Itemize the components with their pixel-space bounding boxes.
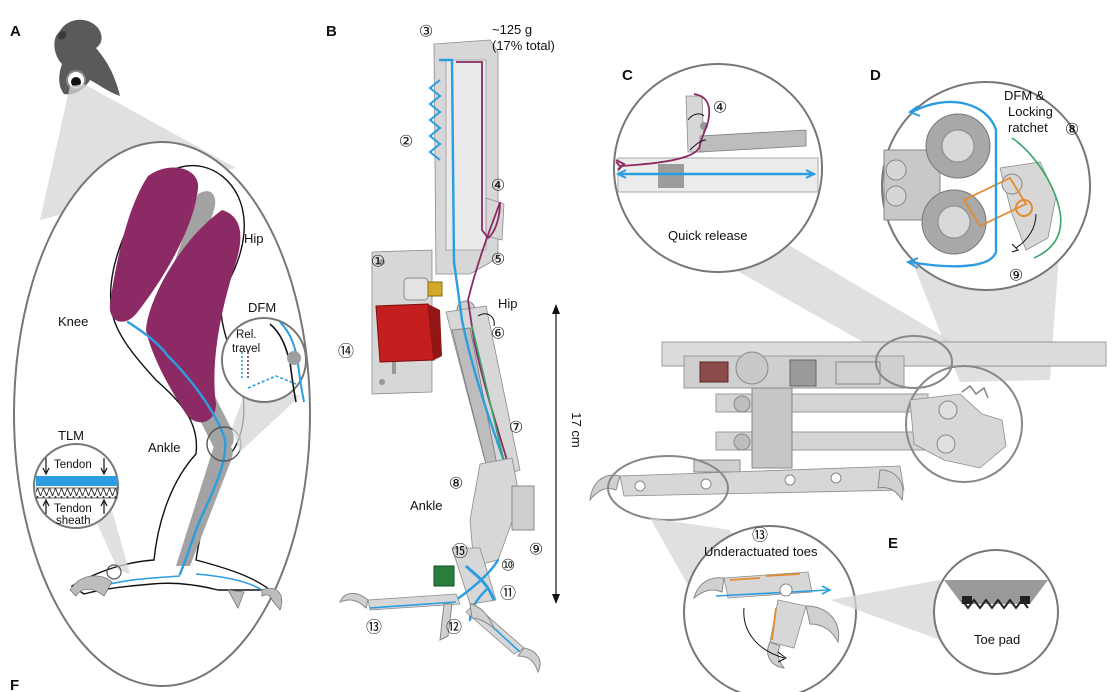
label-mass-2: (17% total) (492, 38, 555, 53)
panel-e: ⑬ Underactuated toes E Toe pad (650, 518, 1059, 692)
label-tendon-sheath-2: sheath (56, 515, 91, 527)
num-8: ⑧ (449, 476, 463, 493)
label-knee: Knee (58, 314, 88, 329)
label-ankle-a: Ankle (148, 440, 181, 455)
panel-letter-a: A (10, 23, 21, 40)
dfm-inset-drawing: Rel. travel (232, 321, 305, 403)
claw-mid (439, 603, 453, 641)
num-13: ⑬ (366, 619, 382, 637)
panel-a: A Hip Knee Ankle (10, 19, 311, 687)
label-toe-pad: Toe pad (974, 632, 1020, 647)
num-9: ⑨ (529, 542, 543, 559)
tlm-inset-drawing: Tendon Tendon sheath (36, 458, 118, 527)
leg-anatomy-ellipse (13, 141, 311, 687)
label-underactuated-toes: Underactuated toes (704, 544, 818, 559)
motor (403, 277, 429, 301)
toes-drawing (693, 571, 840, 669)
num-8-d: ⑧ (1065, 122, 1079, 139)
tendon-leg (126, 320, 227, 576)
purple-cable-femur (456, 61, 501, 301)
muscle-shank (146, 210, 241, 423)
num-11: ⑪ (500, 585, 516, 603)
num-10: ⑩ (501, 558, 515, 575)
panel-letter-c: C (622, 67, 633, 84)
label-dfm-locking-3: ratchet (1008, 120, 1048, 135)
foot-claw-mid (227, 589, 245, 609)
label-17cm: 17 cm (569, 412, 584, 447)
panel-b: B (326, 22, 584, 674)
label-rel: Rel. (236, 329, 256, 341)
toe-pad-circle (933, 549, 1059, 675)
claw-right (517, 647, 541, 674)
dfm-ratchet-block (511, 485, 535, 531)
label-mass-1: ~125 g (492, 22, 532, 37)
label-travel: travel (232, 343, 260, 355)
label-dfm-a: DFM (248, 300, 276, 315)
label-tlm: TLM (58, 428, 84, 443)
parrot-silhouette (54, 19, 120, 96)
foot-claw-right (261, 587, 283, 611)
pcb-board (433, 565, 455, 587)
side-toe-highlight (607, 455, 729, 521)
num-5: ⑤ (491, 252, 505, 269)
quick-release-drawing (615, 93, 819, 193)
panel-c: C ④ Quick release (613, 63, 960, 346)
num-3: ③ (419, 24, 433, 41)
num-6: ⑥ (491, 326, 505, 343)
blue-tendon-toe-loop (464, 564, 496, 601)
hip-rotation-arrow (477, 313, 495, 327)
num-14: ⑭ (338, 343, 354, 361)
gear-gold (427, 281, 443, 297)
zoom-wedge-dfm (232, 384, 300, 452)
panel-letter-b: B (326, 23, 337, 40)
label-ankle-b: Ankle (410, 498, 443, 513)
servo-red (375, 303, 435, 363)
blue-tendon-femur (438, 58, 456, 266)
label-quick-release: Quick release (668, 228, 747, 243)
label-tendon-sheath-1: Tendon (54, 503, 92, 515)
panel-letter-d: D (870, 67, 881, 84)
label-hip-a: Hip (244, 231, 264, 246)
label-tendon: Tendon (54, 459, 92, 471)
panel-letter-f: F (10, 677, 19, 692)
num-1: ① (371, 254, 385, 271)
tlm-highlight (106, 564, 122, 580)
side-ratchet-highlight (905, 365, 1023, 483)
tarsometatarsus-bone (176, 442, 233, 566)
muscle-thigh (109, 167, 199, 322)
toes-circle (683, 525, 857, 692)
callout-numbers-b: ① ② ③ ④ ⑤ ⑥ ⑦ ⑧ ⑨ ⑩ ⑪ ⑫ ⑬ ⑭ ⑮ (338, 24, 543, 637)
panel-letter-e: E (888, 535, 898, 552)
num-13-e: ⑬ (752, 527, 768, 545)
num-15: ⑮ (452, 543, 468, 561)
robot-side-view (589, 335, 1107, 521)
dfm-inset-circle (221, 317, 307, 403)
side-toes-row (619, 465, 905, 497)
num-9-d: ⑨ (1009, 268, 1023, 285)
label-hip-b: Hip (498, 296, 518, 311)
label-dfm-locking-2: Locking (1008, 104, 1053, 119)
num-7: ⑦ (509, 420, 523, 437)
num-2: ② (399, 134, 413, 151)
zoom-wedge-pad (830, 580, 940, 640)
num-12: ⑫ (446, 619, 462, 637)
ratchet-drawing (883, 100, 1062, 269)
toe-pad-drawing (944, 580, 1048, 610)
num-4-c: ④ (713, 100, 727, 117)
num-4: ④ (491, 178, 505, 195)
claw-left (339, 593, 369, 609)
height-arrow (552, 304, 560, 604)
label-dfm-locking-1: DFM & (1004, 88, 1045, 103)
foot-claw-left (69, 575, 113, 597)
spring-tendon (428, 79, 442, 161)
